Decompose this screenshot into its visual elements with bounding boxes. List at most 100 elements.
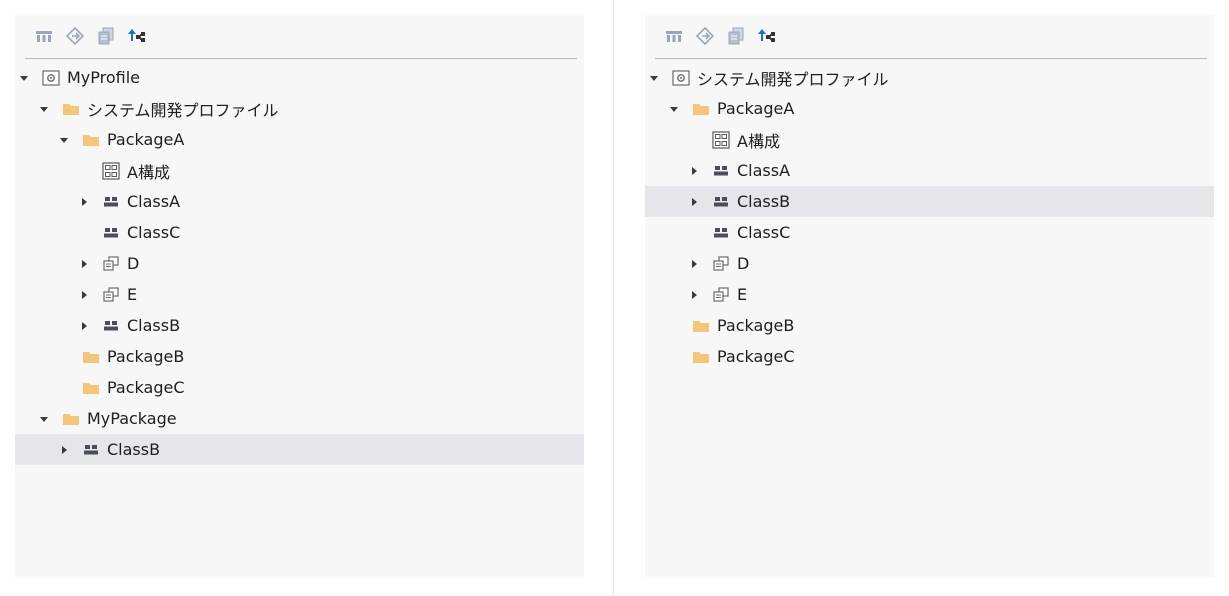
collapse-arrow-icon[interactable]: [689, 259, 699, 269]
profile-icon: [41, 69, 61, 87]
component-icon: [711, 255, 731, 273]
tree-item-label: ClassA: [737, 161, 791, 180]
tree-item-label: ClassC: [737, 223, 791, 242]
expand-arrow-icon[interactable]: [39, 104, 49, 114]
folder-icon: [691, 100, 711, 118]
tree-item-label: PackageB: [717, 316, 795, 335]
navigate-icon: [65, 26, 85, 49]
tree-item-label: ClassB: [737, 192, 791, 211]
collapse-arrow-icon[interactable]: [689, 197, 699, 207]
copy-button[interactable]: [725, 27, 747, 49]
tree-item-classc[interactable]: ClassC: [15, 217, 584, 248]
structure-icon: [35, 28, 53, 48]
folder-icon: [691, 348, 711, 366]
tree-item-label: PackageA: [107, 130, 185, 149]
component-icon: [711, 286, 731, 304]
hierarchy-button[interactable]: [126, 27, 148, 49]
tree-item-a[interactable]: A構成: [15, 155, 584, 186]
tree-item-label: MyPackage: [87, 409, 177, 428]
expand-arrow-icon[interactable]: [19, 73, 29, 83]
class-icon: [711, 162, 731, 180]
copy-button[interactable]: [95, 27, 117, 49]
collapse-arrow-icon[interactable]: [79, 290, 89, 300]
tree-item-label: システム開発プロファイル: [87, 100, 279, 120]
structure-button[interactable]: [33, 27, 55, 49]
expand-arrow-icon[interactable]: [669, 104, 679, 114]
folder-icon: [81, 379, 101, 397]
folder-icon: [691, 317, 711, 335]
tree-item-label: PackageA: [717, 99, 795, 118]
tree-item-classa[interactable]: ClassA: [15, 186, 584, 217]
navigate-button[interactable]: [64, 26, 86, 49]
hierarchy-button[interactable]: [756, 27, 778, 49]
collapse-arrow-icon[interactable]: [79, 321, 89, 331]
expand-arrow-icon[interactable]: [59, 135, 69, 145]
tree-item-packagec[interactable]: PackageC: [645, 341, 1214, 372]
tree-item-classb[interactable]: ClassB: [15, 434, 584, 465]
tree-item-d[interactable]: D: [645, 248, 1214, 279]
tree-item-a[interactable]: A構成: [645, 124, 1214, 155]
hierarchy-icon: [127, 27, 147, 49]
structure-button[interactable]: [663, 27, 685, 49]
tree-item-label: ClassA: [127, 192, 181, 211]
class-icon: [711, 224, 731, 242]
tree-item-label: PackageC: [717, 347, 795, 366]
tree-item-packagea[interactable]: PackageA: [15, 124, 584, 155]
left-toolbar: [33, 25, 148, 51]
hierarchy-icon: [757, 27, 777, 49]
tree-item-label: ClassB: [127, 316, 181, 335]
expand-arrow-icon[interactable]: [649, 73, 659, 83]
component-icon: [101, 286, 121, 304]
tree-item-classa[interactable]: ClassA: [645, 155, 1214, 186]
class-icon: [101, 193, 121, 211]
tree-item-classb[interactable]: ClassB: [645, 186, 1214, 217]
tree-item-e[interactable]: E: [645, 279, 1214, 310]
tree-item-label: D: [737, 254, 750, 273]
folder-icon: [81, 348, 101, 366]
tree-item-mypackage[interactable]: MyPackage: [15, 403, 584, 434]
right-tree: システム開発プロファイル PackageA A構成 ClassA ClassB Class…: [645, 62, 1214, 372]
left-tree-panel: MyProfile システム開発プロファイル PackageA A構成 ClassA Cl…: [15, 15, 584, 577]
tree-item-label: MyProfile: [67, 68, 141, 87]
class-icon: [81, 441, 101, 459]
tree-item-label: A構成: [127, 162, 170, 182]
tree-item-label: E: [737, 285, 748, 304]
tree-item-myprofile[interactable]: MyProfile: [15, 62, 584, 93]
tree-item-label: A構成: [737, 131, 780, 151]
copy-icon: [727, 27, 745, 49]
tree-item-item[interactable]: システム開発プロファイル: [645, 62, 1214, 93]
tree-item-label: PackageC: [107, 378, 185, 397]
tree-item-packagec[interactable]: PackageC: [15, 372, 584, 403]
collapse-arrow-icon[interactable]: [79, 197, 89, 207]
expand-arrow-icon[interactable]: [39, 414, 49, 424]
composite-structure-icon: [711, 130, 731, 149]
toolbar-separator: [25, 58, 577, 59]
right-toolbar: [663, 25, 778, 51]
tree-item-item[interactable]: システム開発プロファイル: [15, 93, 584, 124]
tree-item-packageb[interactable]: PackageB: [15, 341, 584, 372]
toolbar-separator: [655, 58, 1207, 59]
component-icon: [101, 255, 121, 273]
collapse-arrow-icon[interactable]: [689, 166, 699, 176]
class-icon: [711, 193, 731, 211]
tree-item-d[interactable]: D: [15, 248, 584, 279]
tree-item-label: E: [127, 285, 138, 304]
collapse-arrow-icon[interactable]: [689, 290, 699, 300]
class-icon: [101, 224, 121, 242]
tree-item-classb[interactable]: ClassB: [15, 310, 584, 341]
folder-icon: [81, 131, 101, 149]
tree-item-label: PackageB: [107, 347, 185, 366]
collapse-arrow-icon[interactable]: [59, 445, 69, 455]
tree-item-label: D: [127, 254, 140, 273]
folder-icon: [61, 100, 81, 118]
tree-item-classc[interactable]: ClassC: [645, 217, 1214, 248]
navigate-icon: [695, 26, 715, 49]
tree-item-packageb[interactable]: PackageB: [645, 310, 1214, 341]
collapse-arrow-icon[interactable]: [79, 259, 89, 269]
tree-item-packagea[interactable]: PackageA: [645, 93, 1214, 124]
structure-icon: [665, 28, 683, 48]
navigate-button[interactable]: [694, 26, 716, 49]
tree-item-e[interactable]: E: [15, 279, 584, 310]
profile-icon: [671, 69, 691, 87]
tree-item-label: システム開発プロファイル: [697, 69, 889, 89]
